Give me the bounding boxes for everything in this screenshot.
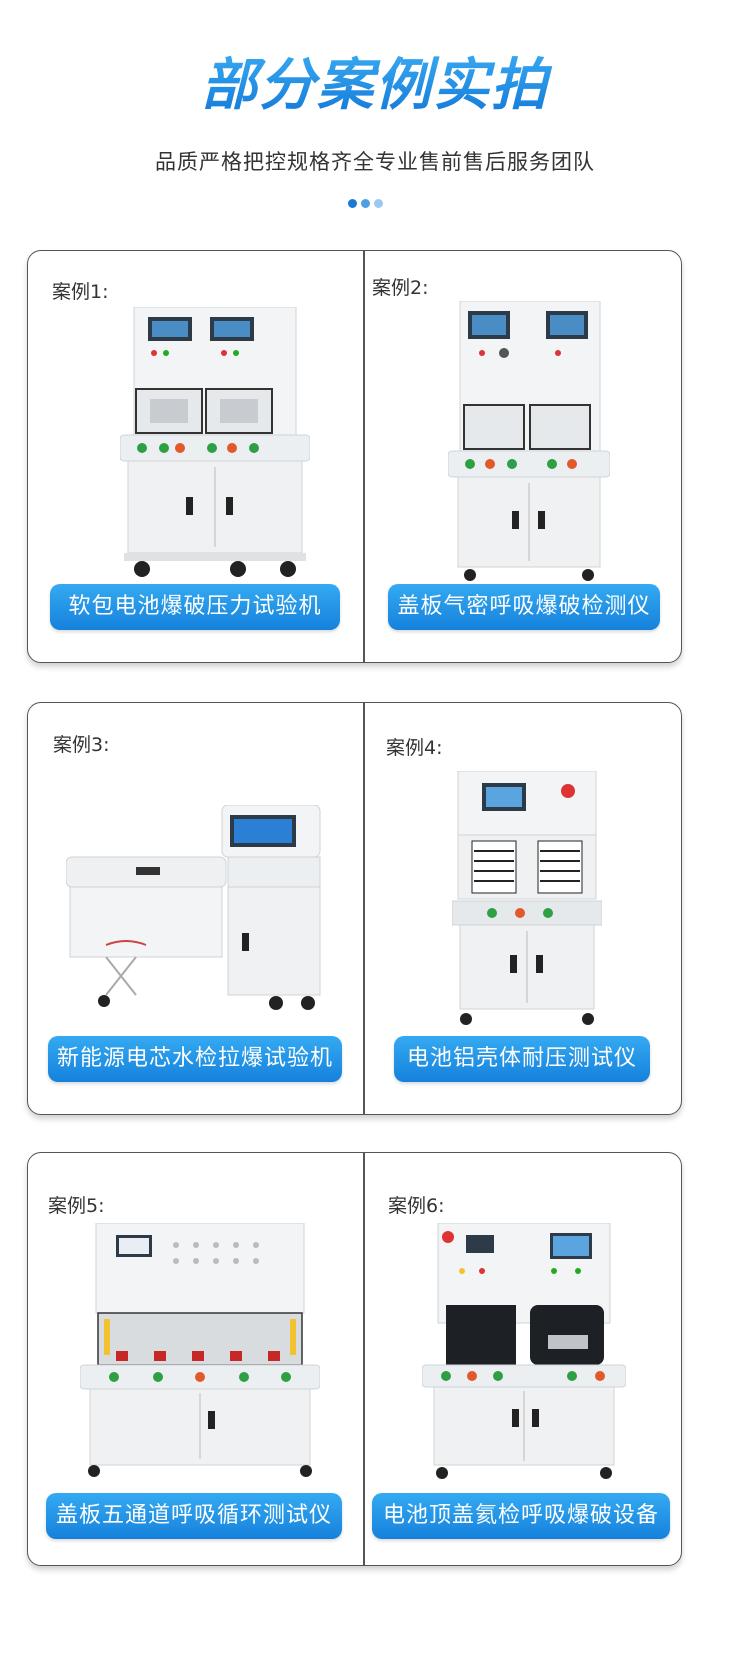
case-4-title-pill: 电池铝壳体耐压测试仪: [394, 1036, 650, 1082]
case-3-machine-photo: [66, 805, 321, 1010]
case-5-label: 案例5:: [48, 1195, 105, 1217]
case-1-machine-photo: [120, 307, 310, 577]
case-6-title-pill: 电池顶盖氦检呼吸爆破设备: [372, 1493, 670, 1539]
case-card-row-1: 案例1: 软包电池爆破压力试验机 案例2: 盖板气密呼吸爆破检测仪: [27, 250, 682, 663]
case-5-title-pill: 盖板五通道呼吸循环测试仪: [46, 1493, 342, 1539]
case-3-title-pill: 新能源电芯水检拉爆试验机: [48, 1036, 342, 1082]
case-1-label: 案例1:: [52, 281, 109, 303]
case-6-label: 案例6:: [388, 1195, 445, 1217]
page-subtitle: 品质严格把控规格齐全专业售前售后服务团队: [155, 150, 595, 174]
dot-icon: [348, 199, 357, 208]
card-divider: [363, 251, 365, 662]
case-4-label: 案例4:: [386, 737, 443, 759]
case-5-machine-photo: [80, 1223, 320, 1477]
case-1-title-pill: 软包电池爆破压力试验机: [50, 584, 340, 630]
case-4-machine-photo: [452, 771, 602, 1025]
page-title: 部分案例实拍: [0, 40, 750, 121]
case-3-label: 案例3:: [53, 734, 110, 756]
dot-icon: [374, 199, 383, 208]
case-2-label: 案例2:: [372, 277, 429, 299]
card-divider: [363, 1153, 365, 1565]
card-divider: [363, 703, 365, 1114]
case-6-machine-photo: [422, 1223, 626, 1479]
case-2-title-pill: 盖板气密呼吸爆破检测仪: [388, 584, 660, 630]
case-card-row-2: 案例3: 新能源电芯水检拉爆试验机 案例4: 电池铝壳体耐压测试仪: [27, 702, 682, 1115]
case-2-machine-photo: [448, 301, 610, 581]
dot-icon: [361, 199, 370, 208]
decorative-dots: [348, 199, 383, 208]
case-card-row-3: 案例5: 盖板五通道呼吸循环测试仪 案例6: 电池顶盖氦检呼吸爆: [27, 1152, 682, 1566]
